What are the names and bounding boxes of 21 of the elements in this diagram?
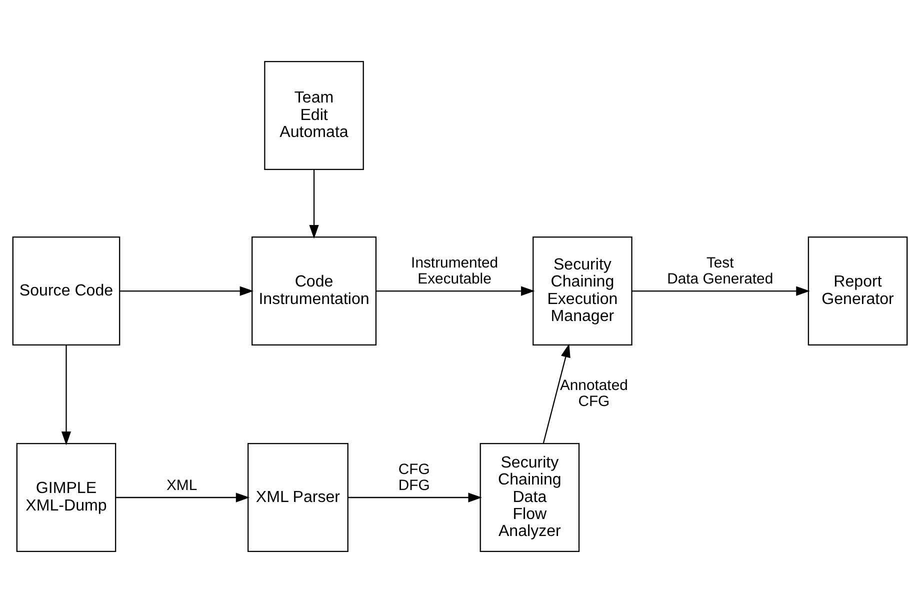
node-box: Code Instrumentation — [252, 236, 377, 345]
edge-label: XML — [166, 477, 198, 494]
arrow — [542, 343, 570, 444]
edge-label: Test Data Generated — [667, 254, 774, 287]
node-box: Report Generator — [808, 236, 908, 345]
node-box: Security Chaining Data Flow Analyzer — [480, 442, 580, 552]
arrow — [116, 492, 250, 502]
arrow — [309, 169, 319, 238]
node-box: GIMPLE XML-Dump — [16, 442, 116, 552]
node-box: Team Edit Automata — [264, 60, 364, 170]
node-box: Source Code — [12, 236, 120, 345]
arrow — [376, 286, 535, 296]
node-box: XML Parser — [248, 442, 348, 552]
edge-label: CFG DFG — [398, 461, 430, 494]
arrow — [61, 344, 72, 445]
node-box: Security Chaining Execution Manager — [532, 236, 632, 345]
arrow — [120, 286, 254, 296]
edge-label: Annotated CFG — [560, 378, 628, 410]
arrow — [348, 492, 482, 502]
edge-label: Instrumented Executable — [411, 254, 498, 287]
arrow — [632, 286, 810, 296]
